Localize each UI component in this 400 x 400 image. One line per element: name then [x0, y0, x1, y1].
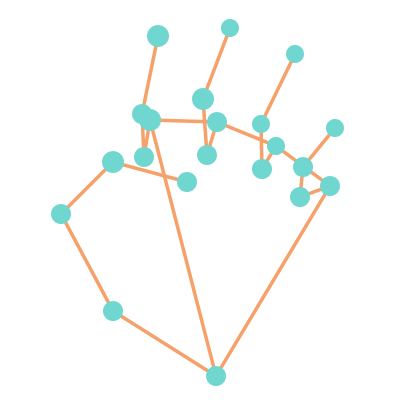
- edge-index-dip-to-index-tip: [140, 34, 160, 116]
- edge-thumb-ip-to-thumb-tip: [111, 160, 189, 184]
- node-wrist: [206, 366, 226, 386]
- node-middle-mcp: [207, 112, 227, 132]
- edge-wrist-to-thumb-cmc: [111, 309, 218, 378]
- edge-middle-mcp-to-ring-mcp: [215, 120, 278, 148]
- edge-thumb-cmc-to-thumb-mcp: [59, 212, 115, 313]
- node-index-pip: [134, 147, 154, 167]
- node-index-tip: [147, 25, 169, 47]
- node-thumb-tip: [177, 172, 197, 192]
- node-ring-dip: [252, 115, 270, 133]
- node-thumb-mcp: [51, 204, 71, 224]
- edge-thumb-mcp-to-thumb-ip: [59, 160, 115, 216]
- node-ring-mcp: [267, 137, 285, 155]
- node-pinky-dip: [293, 157, 313, 177]
- node-ring-tip: [286, 45, 304, 63]
- node-thumb-ip: [102, 151, 124, 173]
- node-middle-pip: [197, 145, 217, 165]
- node-middle-dip: [192, 88, 214, 110]
- node-pinky-pip: [290, 187, 310, 207]
- node-index-dip: [132, 104, 152, 124]
- node-pinky-tip: [326, 119, 344, 137]
- nodes-layer: [51, 19, 344, 386]
- edge-middle-dip-to-middle-tip: [201, 26, 232, 101]
- node-middle-tip: [221, 19, 239, 37]
- node-ring-pip: [252, 159, 272, 179]
- node-thumb-cmc: [103, 301, 123, 321]
- edge-wrist-to-index-mcp: [148, 118, 218, 378]
- edge-ring-dip-to-ring-tip: [259, 52, 297, 126]
- node-pinky-mcp: [320, 176, 340, 196]
- edge-wrist-to-pinky-mcp: [214, 184, 332, 378]
